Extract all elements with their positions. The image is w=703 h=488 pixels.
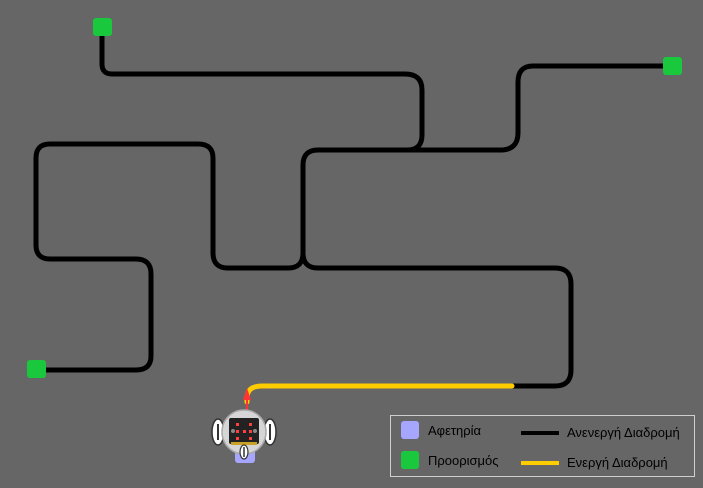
route-to-top-right-destination — [404, 63, 675, 153]
legend: Αφετηρία Προορισμός Ανενεργή Διαδρομή Εν… — [390, 415, 695, 477]
destination-marker-icon — [93, 18, 112, 36]
destination-marker-icon — [663, 57, 682, 75]
destination-marker-icon — [27, 360, 46, 378]
legend-destination-label: Προορισμός — [428, 452, 499, 468]
legend-destination-item: Προορισμός — [401, 451, 499, 469]
route-to-top-left-destination — [99, 23, 425, 153]
active-route — [244, 383, 515, 405]
inactive-routes — [33, 23, 675, 389]
route-middle-loop — [300, 147, 574, 389]
legend-active-item: Ενεργή Διαδρομή — [521, 455, 668, 470]
legend-start-label: Αφετηρία — [428, 422, 482, 438]
start-swatch-icon — [401, 421, 419, 439]
legend-start-item: Αφετηρία — [401, 421, 481, 439]
legend-active-label: Ενεργή Διαδρομή — [567, 455, 668, 470]
active-line-icon — [521, 460, 559, 465]
legend-inactive-label: Ανενεργή Διαδρομή — [567, 425, 680, 440]
destination-swatch-icon — [401, 451, 419, 469]
microbit-robot-icon[interactable] — [211, 388, 277, 460]
inactive-line-icon — [521, 430, 559, 435]
route-branch-left — [33, 141, 306, 373]
legend-inactive-item: Ανενεργή Διαδρομή — [521, 425, 680, 440]
